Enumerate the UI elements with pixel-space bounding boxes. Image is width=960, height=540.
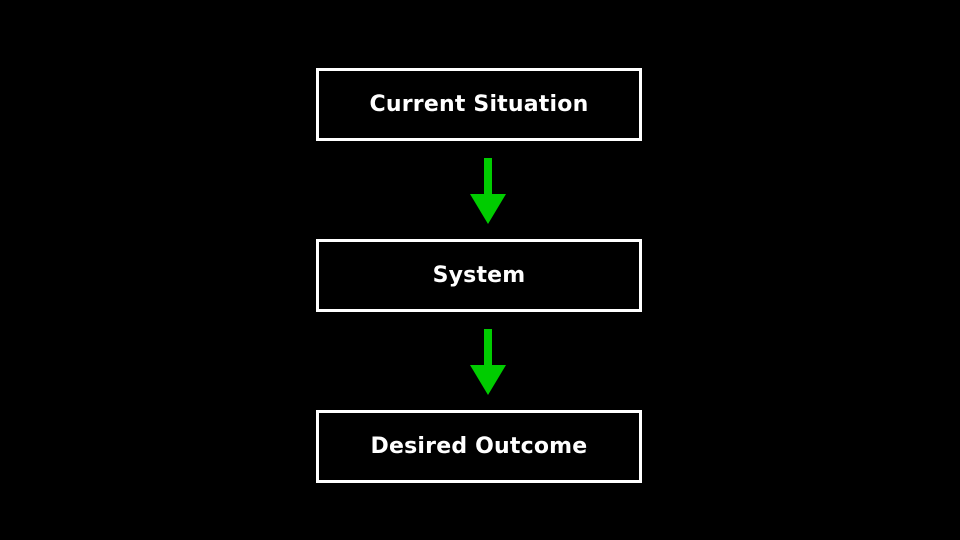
node-label: Current Situation (369, 92, 589, 117)
node-label: Desired Outcome (370, 434, 588, 459)
arrow-down-icon (470, 329, 506, 395)
node-current-situation: Current Situation (316, 68, 642, 141)
node-label: System (432, 263, 526, 288)
node-desired-outcome: Desired Outcome (316, 410, 642, 483)
arrow-down-icon (470, 158, 506, 224)
node-system: System (316, 239, 642, 312)
